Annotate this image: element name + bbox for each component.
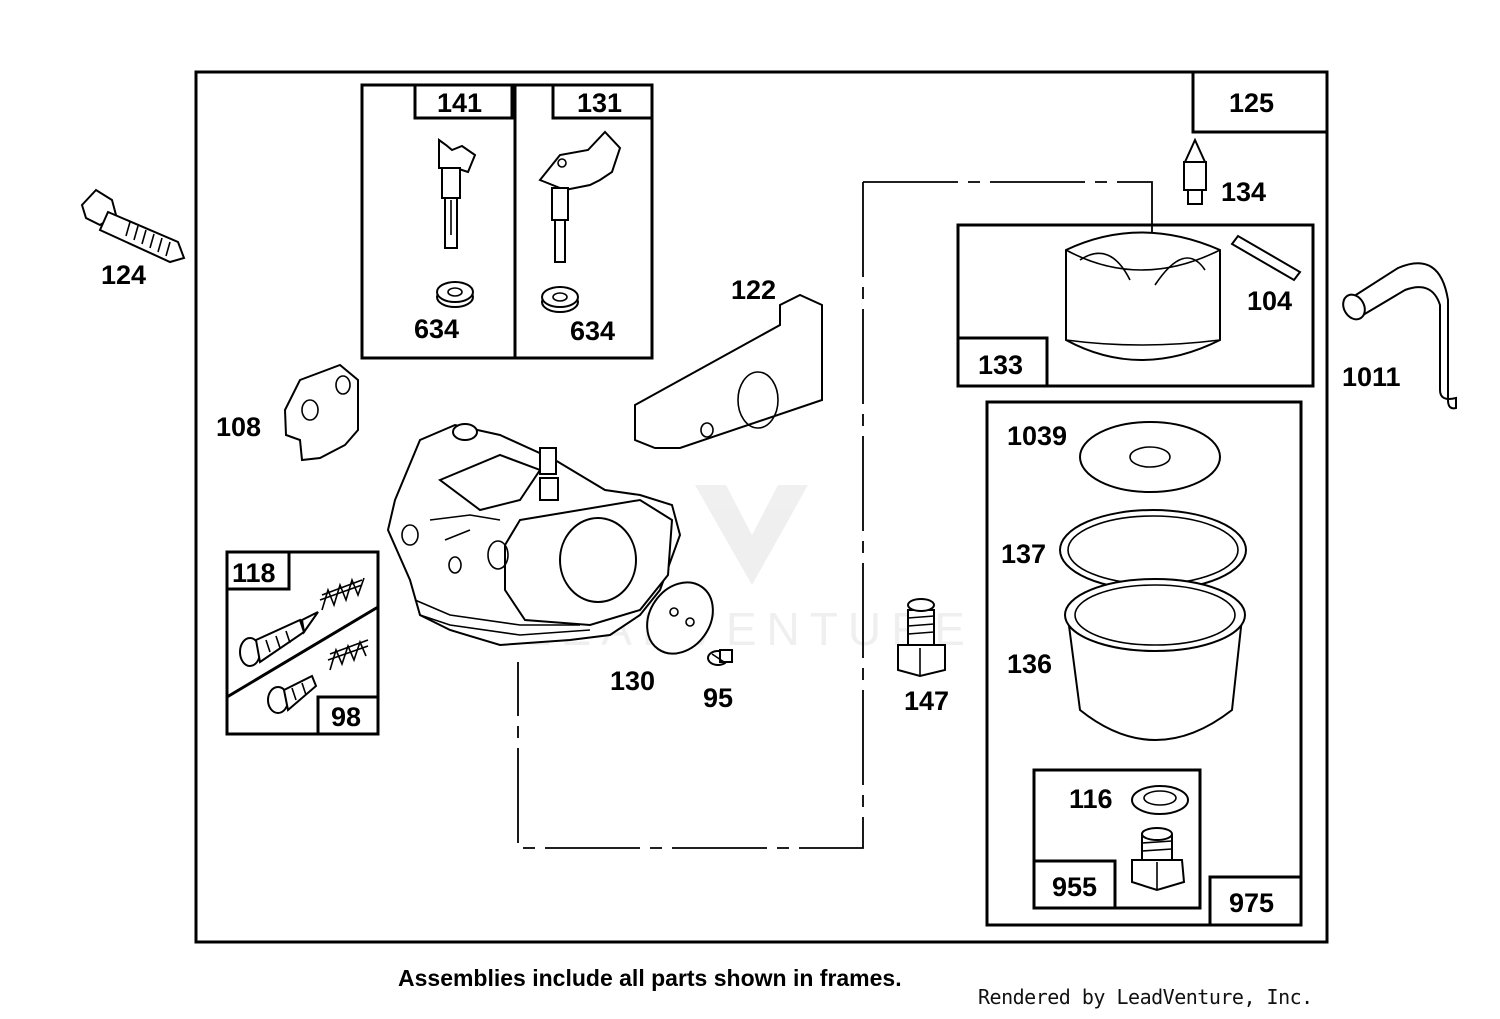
frame-133: [956, 223, 1315, 388]
throttle-shaft-141: [438, 138, 477, 249]
choke-shaft-131: [538, 130, 622, 263]
label-975: 975: [1229, 888, 1274, 918]
bowl-nut-955: [1131, 827, 1186, 892]
label-1039: 1039: [1007, 421, 1067, 451]
mixture-screw-118: [239, 611, 319, 667]
label-131: 131: [577, 88, 622, 118]
screw-95: [707, 649, 733, 666]
label-124: 124: [101, 260, 146, 290]
float-bowl-136: [1064, 578, 1246, 741]
frame-125: [1191, 70, 1329, 134]
label-136: 136: [1007, 649, 1052, 679]
carburetor-body: [386, 423, 682, 647]
frame-141-131: [360, 83, 654, 360]
label-634-right: 634: [570, 316, 615, 346]
gasket-108: [283, 363, 359, 462]
o-ring-137: [1059, 509, 1247, 591]
label-122: 122: [731, 275, 776, 305]
label-125: 125: [1229, 88, 1274, 118]
spring-98: [327, 639, 369, 671]
label-147: 147: [904, 686, 949, 716]
label-1011: 1011: [1342, 362, 1401, 392]
frame-955: [1032, 768, 1202, 910]
choke-plate-130: [646, 581, 714, 655]
washer-634-left: [436, 281, 474, 308]
hose-1011: [1342, 262, 1457, 410]
label-141: 141: [437, 88, 482, 118]
label-98: 98: [331, 702, 361, 732]
label-137: 137: [1001, 539, 1046, 569]
bolt-124: [80, 188, 186, 264]
label-95: 95: [703, 683, 733, 713]
label-634-left: 634: [414, 314, 459, 344]
insulator-122: [634, 293, 823, 449]
label-116: 116: [1069, 784, 1113, 814]
washer-116: [1131, 785, 1189, 815]
idle-screw-98: [267, 674, 318, 714]
render-credit: Rendered by LeadVenture, Inc.: [978, 985, 1313, 1009]
label-134: 134: [1221, 177, 1266, 207]
frame-118-98: [225, 550, 380, 736]
frame-975: [985, 400, 1303, 927]
float-133: [1065, 231, 1221, 361]
label-118: 118: [232, 558, 276, 588]
assemblies-note: Assemblies include all parts shown in fr…: [398, 965, 902, 991]
label-133: 133: [978, 350, 1023, 380]
label-104: 104: [1247, 286, 1292, 316]
gasket-1039: [1079, 421, 1221, 493]
dashed-leader: [517, 181, 1153, 849]
pin-104: [1230, 234, 1302, 282]
washer-634-right: [541, 286, 579, 313]
fitting-147: [897, 598, 946, 678]
outer-frame: [194, 70, 1329, 944]
label-955: 955: [1052, 872, 1097, 902]
needle-134: [1183, 137, 1207, 205]
label-130: 130: [610, 666, 655, 696]
spring-118: [319, 577, 365, 611]
label-108: 108: [216, 412, 261, 442]
